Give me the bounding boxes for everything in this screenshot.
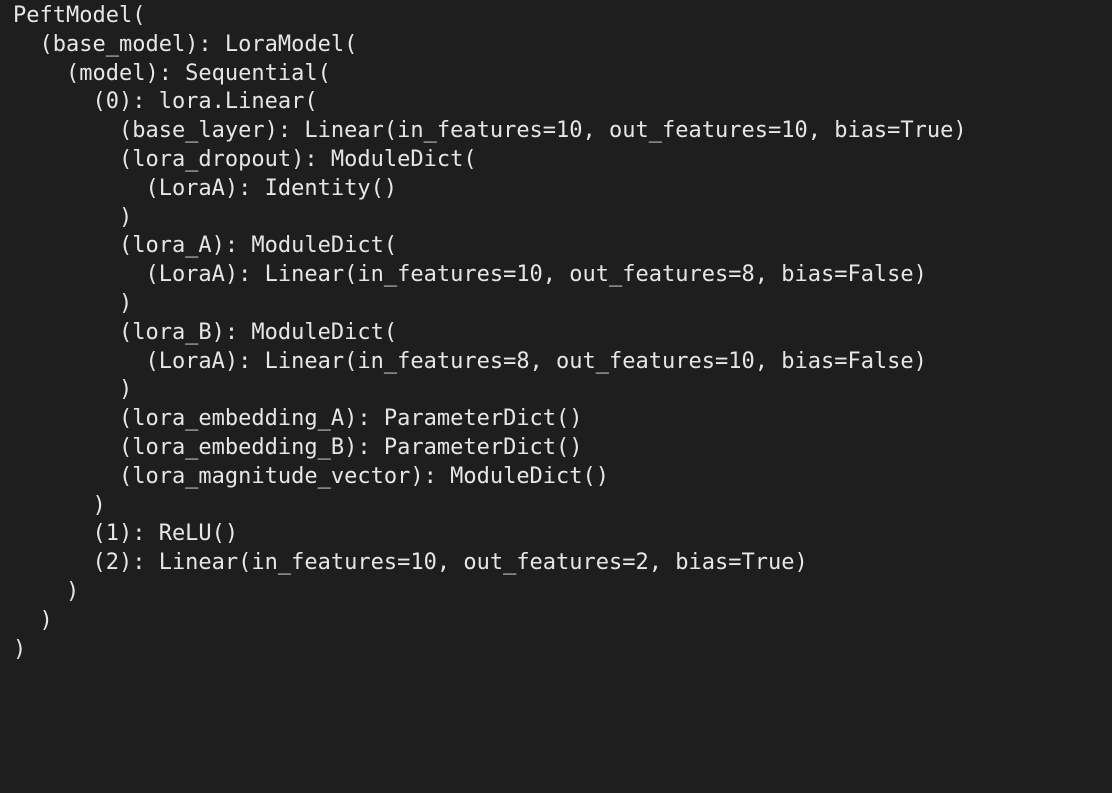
code-block: PeftModel( (base_model): LoraModel( (mod… (0, 2, 1112, 664)
code-line: (LoraA): Linear(in_features=10, out_feat… (13, 262, 927, 288)
code-line: ) (13, 377, 133, 403)
code-line: (LoraA): Linear(in_features=8, out_featu… (13, 348, 927, 374)
code-line: (lora_A): ModuleDict( (13, 233, 398, 259)
code-line: (lora_magnitude_vector): ModuleDict() (13, 463, 610, 489)
code-line: (2): Linear(in_features=10, out_features… (13, 550, 808, 576)
code-line: ) (13, 290, 133, 316)
code-line: ) (13, 607, 53, 633)
code-line: ) (13, 204, 133, 230)
code-line: (lora_embedding_B): ParameterDict() (13, 434, 583, 460)
code-line: (base_model): LoraModel( (13, 31, 358, 57)
code-line: ) (13, 578, 80, 604)
code-line: ) (13, 636, 27, 662)
code-line: ) (13, 492, 106, 518)
code-line: (model): Sequential( (13, 60, 331, 86)
code-line: (lora_dropout): ModuleDict( (13, 146, 477, 172)
code-line: (lora_B): ModuleDict( (13, 319, 398, 345)
code-line: (0): lora.Linear( (13, 89, 318, 115)
code-line: (base_layer): Linear(in_features=10, out… (13, 118, 967, 144)
code-line: PeftModel( (13, 3, 146, 28)
code-line: (LoraA): Identity() (13, 175, 398, 201)
code-line: (1): ReLU() (13, 521, 239, 547)
code-line: (lora_embedding_A): ParameterDict() (13, 406, 583, 432)
